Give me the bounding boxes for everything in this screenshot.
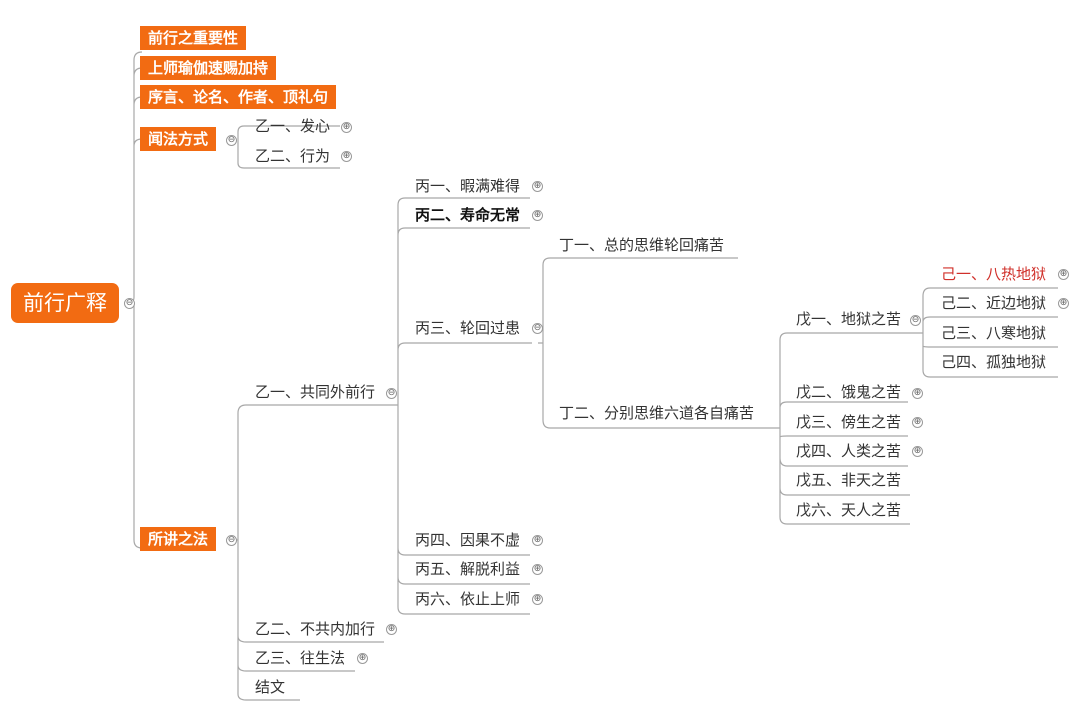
node-bing5[interactable]: 丙五、解脱利益 bbox=[415, 560, 521, 578]
collapse-icon[interactable]: ⊖ bbox=[226, 135, 237, 146]
node-preface[interactable]: 序言、论名、作者、顶礼句 bbox=[140, 85, 337, 109]
node-wu2[interactable]: 戊二、饿鬼之苦 bbox=[796, 383, 902, 401]
expand-icon[interactable]: ⊕ bbox=[341, 122, 352, 133]
node-yi2-conduct[interactable]: 乙二、行为 bbox=[255, 147, 331, 165]
node-guru-yoga[interactable]: 上师瑜伽速赐加持 bbox=[140, 56, 277, 80]
node-yi1-outer-preliminaries[interactable]: 乙一、共同外前行 bbox=[255, 383, 376, 401]
expand-icon[interactable]: ⊕ bbox=[1058, 298, 1069, 309]
node-bing3[interactable]: 丙三、轮回过患 bbox=[415, 319, 521, 337]
node-yi3-phowa[interactable]: 乙三、往生法 bbox=[255, 649, 346, 667]
node-importance[interactable]: 前行之重要性 bbox=[140, 26, 247, 50]
collapse-icon[interactable]: ⊖ bbox=[910, 315, 921, 326]
root-node[interactable]: 前行广释 bbox=[11, 283, 119, 323]
node-conclusion[interactable]: 结文 bbox=[255, 678, 286, 696]
expand-icon[interactable]: ⊕ bbox=[912, 417, 923, 428]
expand-icon[interactable]: ⊕ bbox=[341, 151, 352, 162]
expand-icon[interactable]: ⊕ bbox=[912, 388, 923, 399]
node-listening-method[interactable]: 闻法方式 bbox=[140, 127, 217, 151]
node-bing4[interactable]: 丙四、因果不虚 bbox=[415, 531, 521, 549]
expand-icon[interactable]: ⊕ bbox=[912, 446, 923, 457]
node-wu6[interactable]: 戊六、天人之苦 bbox=[796, 501, 902, 519]
expand-icon[interactable]: ⊕ bbox=[532, 564, 543, 575]
node-ding2[interactable]: 丁二、分别思维六道各自痛苦 bbox=[559, 404, 755, 422]
expand-icon[interactable]: ⊕ bbox=[1058, 269, 1069, 280]
expand-icon[interactable]: ⊕ bbox=[357, 653, 368, 664]
collapse-icon[interactable]: ⊖ bbox=[124, 298, 135, 309]
expand-icon[interactable]: ⊕ bbox=[386, 624, 397, 635]
collapse-icon[interactable]: ⊖ bbox=[532, 323, 543, 334]
node-wu5[interactable]: 戊五、非天之苦 bbox=[796, 471, 902, 489]
node-ji4[interactable]: 己四、孤独地狱 bbox=[941, 353, 1047, 371]
collapse-icon[interactable]: ⊖ bbox=[226, 535, 237, 546]
node-wu4[interactable]: 戊四、人类之苦 bbox=[796, 442, 902, 460]
node-teachings[interactable]: 所讲之法 bbox=[140, 527, 217, 551]
node-bing2[interactable]: 丙二、寿命无常 bbox=[415, 206, 521, 224]
node-ji3[interactable]: 己三、八寒地狱 bbox=[941, 324, 1047, 342]
node-ji1[interactable]: 己一、八热地狱 bbox=[941, 265, 1047, 283]
expand-icon[interactable]: ⊕ bbox=[532, 535, 543, 546]
collapse-icon[interactable]: ⊖ bbox=[386, 388, 397, 399]
node-yi2-inner-preliminaries[interactable]: 乙二、不共内加行 bbox=[255, 620, 376, 638]
node-bing6[interactable]: 丙六、依止上师 bbox=[415, 590, 521, 608]
expand-icon[interactable]: ⊕ bbox=[532, 181, 543, 192]
expand-icon[interactable]: ⊕ bbox=[532, 210, 543, 221]
expand-icon[interactable]: ⊕ bbox=[532, 594, 543, 605]
node-bing1[interactable]: 丙一、暇满难得 bbox=[415, 177, 521, 195]
node-wu1[interactable]: 戊一、地狱之苦 bbox=[796, 310, 902, 328]
node-ji2[interactable]: 己二、近边地狱 bbox=[941, 294, 1047, 312]
node-yi1-motivation[interactable]: 乙一、发心 bbox=[255, 117, 331, 135]
node-wu3[interactable]: 戊三、傍生之苦 bbox=[796, 413, 902, 431]
node-ding1[interactable]: 丁一、总的思维轮回痛苦 bbox=[559, 236, 725, 254]
